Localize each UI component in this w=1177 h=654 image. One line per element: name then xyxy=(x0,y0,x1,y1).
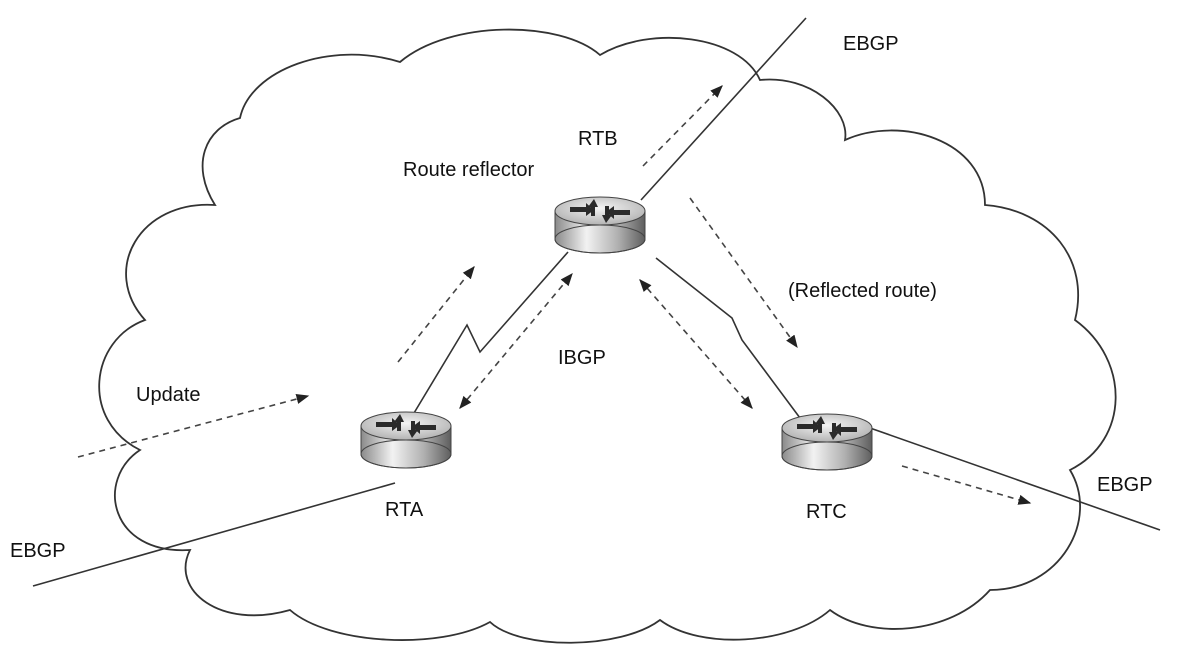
router-rta xyxy=(360,411,452,469)
router-arrows-icon xyxy=(376,414,436,438)
router-arrows-icon xyxy=(797,416,857,440)
router-rtc xyxy=(781,413,873,471)
ebgp-link-top xyxy=(640,17,807,201)
label-ibgp: IBGP xyxy=(558,347,606,369)
label-rtb: RTB xyxy=(578,128,618,150)
update-arrow-rtb-out xyxy=(642,85,723,167)
label-rtc: RTC xyxy=(806,501,847,523)
autonomous-system-cloud xyxy=(98,28,1117,644)
router-arrows-icon xyxy=(570,199,630,223)
ibgp-arrow-rta-rtb xyxy=(459,273,573,409)
label-reflected-route: (Reflected route) xyxy=(788,280,937,302)
label-ebgp-top: EBGP xyxy=(843,33,899,55)
label-ebgp-left: EBGP xyxy=(10,540,66,562)
label-update: Update xyxy=(136,384,201,406)
ebgp-link-left xyxy=(32,482,396,587)
label-ebgp-right: EBGP xyxy=(1097,474,1153,496)
update-arrow-in xyxy=(77,394,310,458)
reflected-route-arrow xyxy=(689,197,798,349)
update-arrow-rtc-out xyxy=(901,465,1032,505)
label-route-reflector: Route reflector xyxy=(403,159,535,181)
label-rta: RTA xyxy=(385,499,424,521)
ebgp-link-right xyxy=(869,427,1161,531)
router-rtb xyxy=(554,196,646,254)
